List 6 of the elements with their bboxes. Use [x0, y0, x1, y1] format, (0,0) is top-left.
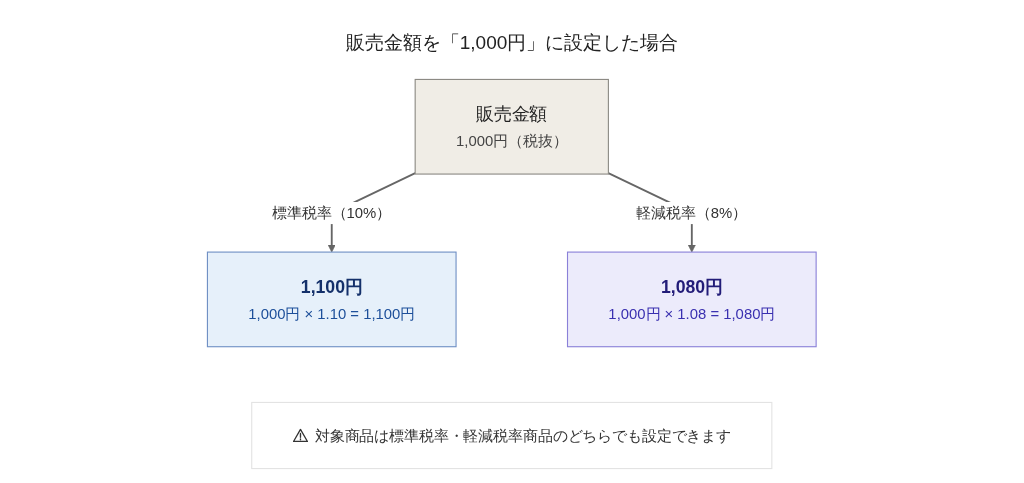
note-box: [251, 401, 773, 470]
note-text: 対象商品は標準税率・軽減税率商品のどちらでも設定できます: [315, 427, 732, 444]
diagram-title: 販売金額を「1,000円」に設定した場合: [345, 31, 679, 55]
process-box: 1,080円 1,000円 × 1.08 = 1,080円: [567, 251, 817, 348]
process-box: 販売金額 1,000円（税抜）: [414, 78, 610, 175]
process-box: 1,100円 1,000円 × 1.10 = 1,100円: [207, 251, 457, 348]
